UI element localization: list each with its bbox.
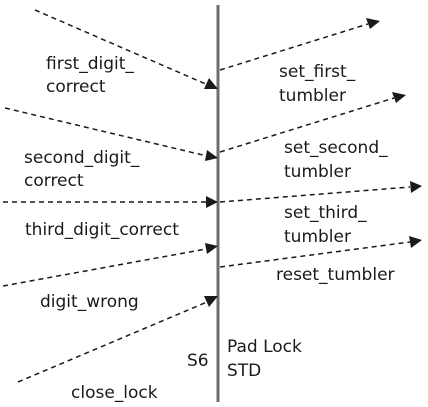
input-arrow-third-digit-correct bbox=[3, 196, 218, 208]
output-label-set-first-tumbler-line1: set_first_ bbox=[279, 62, 356, 82]
input-label-second-digit-correct-line2: correct bbox=[24, 171, 84, 191]
input-label-close-lock: close_lock bbox=[71, 383, 158, 403]
output-label-reset-tumbler: reset_tumbler bbox=[276, 265, 395, 285]
input-label-first-digit-correct-line1: first_digit_ bbox=[46, 54, 134, 74]
input-label-digit-wrong: digit_wrong bbox=[40, 292, 139, 312]
input-label-second-digit-correct-line1: second_digit_ bbox=[24, 148, 140, 168]
input-arrow-first-digit-correct bbox=[34, 9, 218, 89]
component-name-line1: Pad Lock bbox=[227, 337, 302, 357]
output-arrow-set-second-tumbler bbox=[219, 92, 406, 153]
output-arrow-set-third-tumbler bbox=[219, 181, 422, 203]
output-label-set-third-tumbler-line1: set_third_ bbox=[284, 203, 367, 223]
input-label-first-digit-correct-line2: correct bbox=[46, 77, 106, 97]
output-label-set-second-tumbler-line2: tumbler bbox=[284, 162, 351, 182]
state-label: S6 bbox=[187, 351, 209, 371]
output-arrow-set-first-tumbler bbox=[219, 18, 380, 71]
input-label-third-digit-correct: third_digit_correct bbox=[25, 220, 179, 240]
component-name-line2: STD bbox=[227, 361, 261, 381]
input-arrow-close-lock bbox=[17, 296, 218, 383]
output-arrow-reset-tumbler bbox=[219, 236, 422, 268]
input-arrow-digit-wrong bbox=[2, 243, 218, 287]
output-label-set-first-tumbler-line2: tumbler bbox=[279, 86, 346, 106]
input-arrow-second-digit-correct bbox=[4, 107, 218, 161]
output-label-set-second-tumbler-line1: set_second_ bbox=[284, 138, 388, 158]
output-label-set-third-tumbler-line2: tumbler bbox=[284, 227, 351, 247]
